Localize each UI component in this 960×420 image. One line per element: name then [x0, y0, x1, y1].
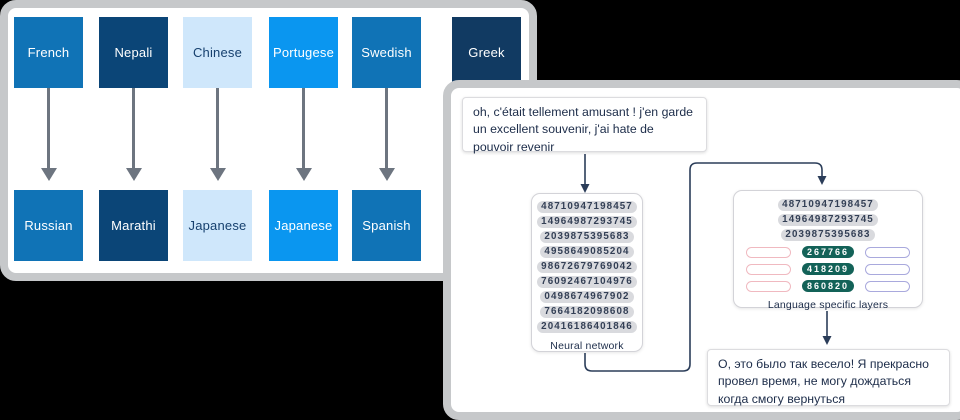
embedding-pill: 7664182098608	[540, 306, 634, 318]
lang-box-japanese-bright: Japanese	[269, 190, 338, 261]
french-input-text: oh, c'était tellement amusant ! j'en gar…	[462, 97, 707, 154]
down-arrowhead-icon	[822, 336, 832, 345]
pair-column-nepali-marathi: Nepali Marathi	[99, 17, 168, 261]
neural-network-label: Neural network	[550, 340, 624, 352]
lang-box-japanese-light: Japanese	[183, 190, 252, 261]
down-arrowhead-icon	[817, 176, 827, 185]
down-arrow-icon	[125, 88, 142, 190]
down-arrow-icon	[209, 88, 226, 190]
translation-pipeline-panel: oh, c'était tellement amusant ! j'en gar…	[443, 80, 960, 420]
active-layer-pill: 267766	[802, 246, 854, 258]
lang-box-marathi: Marathi	[99, 190, 168, 261]
down-arrow-icon	[378, 88, 395, 190]
embedding-pill: 14964987293745	[778, 214, 878, 226]
lang-box-spanish: Spanish	[352, 190, 421, 261]
pair-column-chinese-japanese: Chinese Japanese	[183, 17, 252, 261]
lang-box-portugese: Portugese	[269, 17, 338, 88]
embedding-pill: 0498674967902	[540, 291, 634, 303]
language-layers-box: 48710947198457 14964987293745 2039875395…	[733, 190, 923, 311]
embedding-pill: 14964987293745	[537, 216, 637, 228]
inactive-layer-pill-purple	[865, 246, 910, 258]
inactive-layer-pill-pink	[746, 246, 791, 258]
inactive-layer-pill-pink	[746, 280, 791, 292]
language-layers-label: Language specific layers	[767, 299, 889, 311]
lang-box-nepali: Nepali	[99, 17, 168, 88]
layer-row: 267766	[746, 246, 910, 258]
active-layer-pill: 418209	[802, 263, 854, 275]
layer-row: 418209	[746, 263, 910, 275]
embedding-pill: 48710947198457	[537, 201, 637, 213]
embedding-pill: 98672679769042	[537, 261, 637, 273]
inactive-layer-pill-pink	[746, 263, 791, 275]
inactive-layer-pill-purple	[865, 280, 910, 292]
down-arrow-icon	[295, 88, 312, 190]
active-layer-pill: 860820	[802, 280, 854, 292]
embedding-pill: 76092467104976	[537, 276, 637, 288]
russian-output-text: О, это было так весело! Я прекрасно пров…	[707, 349, 950, 406]
lang-box-swedish: Swedish	[352, 17, 421, 88]
pair-column-greek: Greek	[452, 17, 521, 88]
lang-box-french: French	[14, 17, 83, 88]
inactive-layer-pill-purple	[865, 263, 910, 275]
embedding-pill: 48710947198457	[778, 199, 878, 211]
lang-box-chinese: Chinese	[183, 17, 252, 88]
neural-network-box: 48710947198457 14964987293745 2039875395…	[531, 193, 643, 352]
pair-column-portugese-japanese: Portugese Japanese	[269, 17, 338, 261]
pair-column-french-russian: French Russian	[14, 17, 83, 261]
down-arrowhead-icon	[580, 184, 590, 193]
embedding-pill: 2039875395683	[781, 229, 875, 241]
embedding-pill: 4958649085204	[540, 246, 634, 258]
embedding-pill: 20416186401846	[537, 321, 637, 333]
pair-column-swedish-spanish: Swedish Spanish	[352, 17, 421, 261]
embedding-pill: 2039875395683	[540, 231, 634, 243]
down-arrow-icon	[40, 88, 57, 190]
layer-row: 860820	[746, 280, 910, 292]
lang-box-russian: Russian	[14, 190, 83, 261]
lang-box-greek: Greek	[452, 17, 521, 88]
